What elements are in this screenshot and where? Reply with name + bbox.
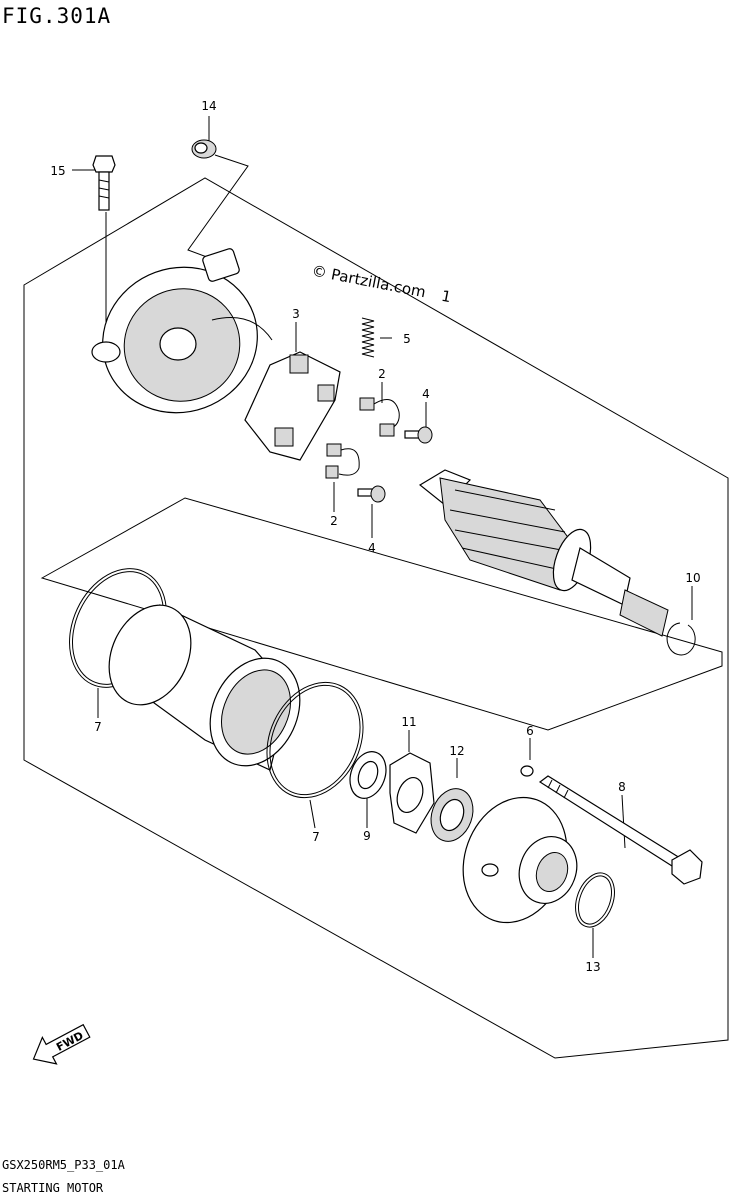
callout-7-right: 7	[312, 830, 320, 844]
fwd-arrow-icon: FWD	[32, 1023, 91, 1065]
outer-group-outline	[23, 177, 729, 1059]
spring-5-part	[361, 317, 375, 358]
nut-14-part	[191, 139, 217, 159]
callout-12: 12	[449, 744, 464, 758]
callout-5: 5	[403, 332, 411, 346]
callout-14: 14	[201, 99, 216, 113]
callout-2-upper: 2	[378, 367, 386, 381]
diagram-caption: STARTING MOTOR	[2, 1181, 104, 1195]
callout-15: 15	[50, 164, 65, 178]
callout-4-lower: 4	[368, 541, 376, 555]
lock-washer-11-part	[389, 752, 435, 834]
brush-2-upper-part	[359, 397, 400, 437]
watermark: © Partzilla.com 1	[310, 262, 452, 307]
callout-4-upper: 4	[422, 387, 430, 401]
callout-3: 3	[292, 307, 300, 321]
rear-housing-part	[91, 248, 273, 414]
diagram-code: GSX250RM5_P33_01A	[2, 1158, 125, 1172]
bolt-15-part	[92, 155, 116, 211]
callout-9: 9	[363, 829, 371, 843]
inner-group-outline	[40, 497, 723, 731]
front-cover-part	[462, 796, 578, 924]
snap-ring-10-part	[666, 622, 696, 656]
watermark-text: © Partzilla.com	[310, 262, 427, 302]
leader-lines	[72, 116, 693, 958]
callout-10: 10	[685, 571, 700, 585]
watermark-suffix: 1	[440, 287, 453, 306]
o-ring-13-part	[575, 872, 615, 928]
screw-4-lower-part	[357, 485, 386, 503]
figure-title: FIG.301A	[2, 4, 112, 28]
callout-6: 6	[526, 724, 534, 738]
through-bolt-8-part	[538, 775, 703, 885]
o-ring-6-part	[520, 765, 534, 777]
o-ring-7-right-part	[266, 681, 364, 799]
callout-11: 11	[401, 715, 416, 729]
brush-holder-3-part	[244, 351, 341, 461]
armature-part	[418, 469, 669, 637]
callout-13: 13	[585, 960, 600, 974]
oil-seal-12-part	[430, 788, 474, 842]
callout-8: 8	[618, 780, 626, 794]
callout-7-left: 7	[94, 720, 102, 734]
brush-2-lower-part	[325, 443, 360, 479]
washer-9-part	[349, 751, 387, 799]
callout-2-lower: 2	[330, 514, 338, 528]
yoke-part	[108, 604, 301, 771]
screw-4-upper-part	[404, 426, 433, 444]
